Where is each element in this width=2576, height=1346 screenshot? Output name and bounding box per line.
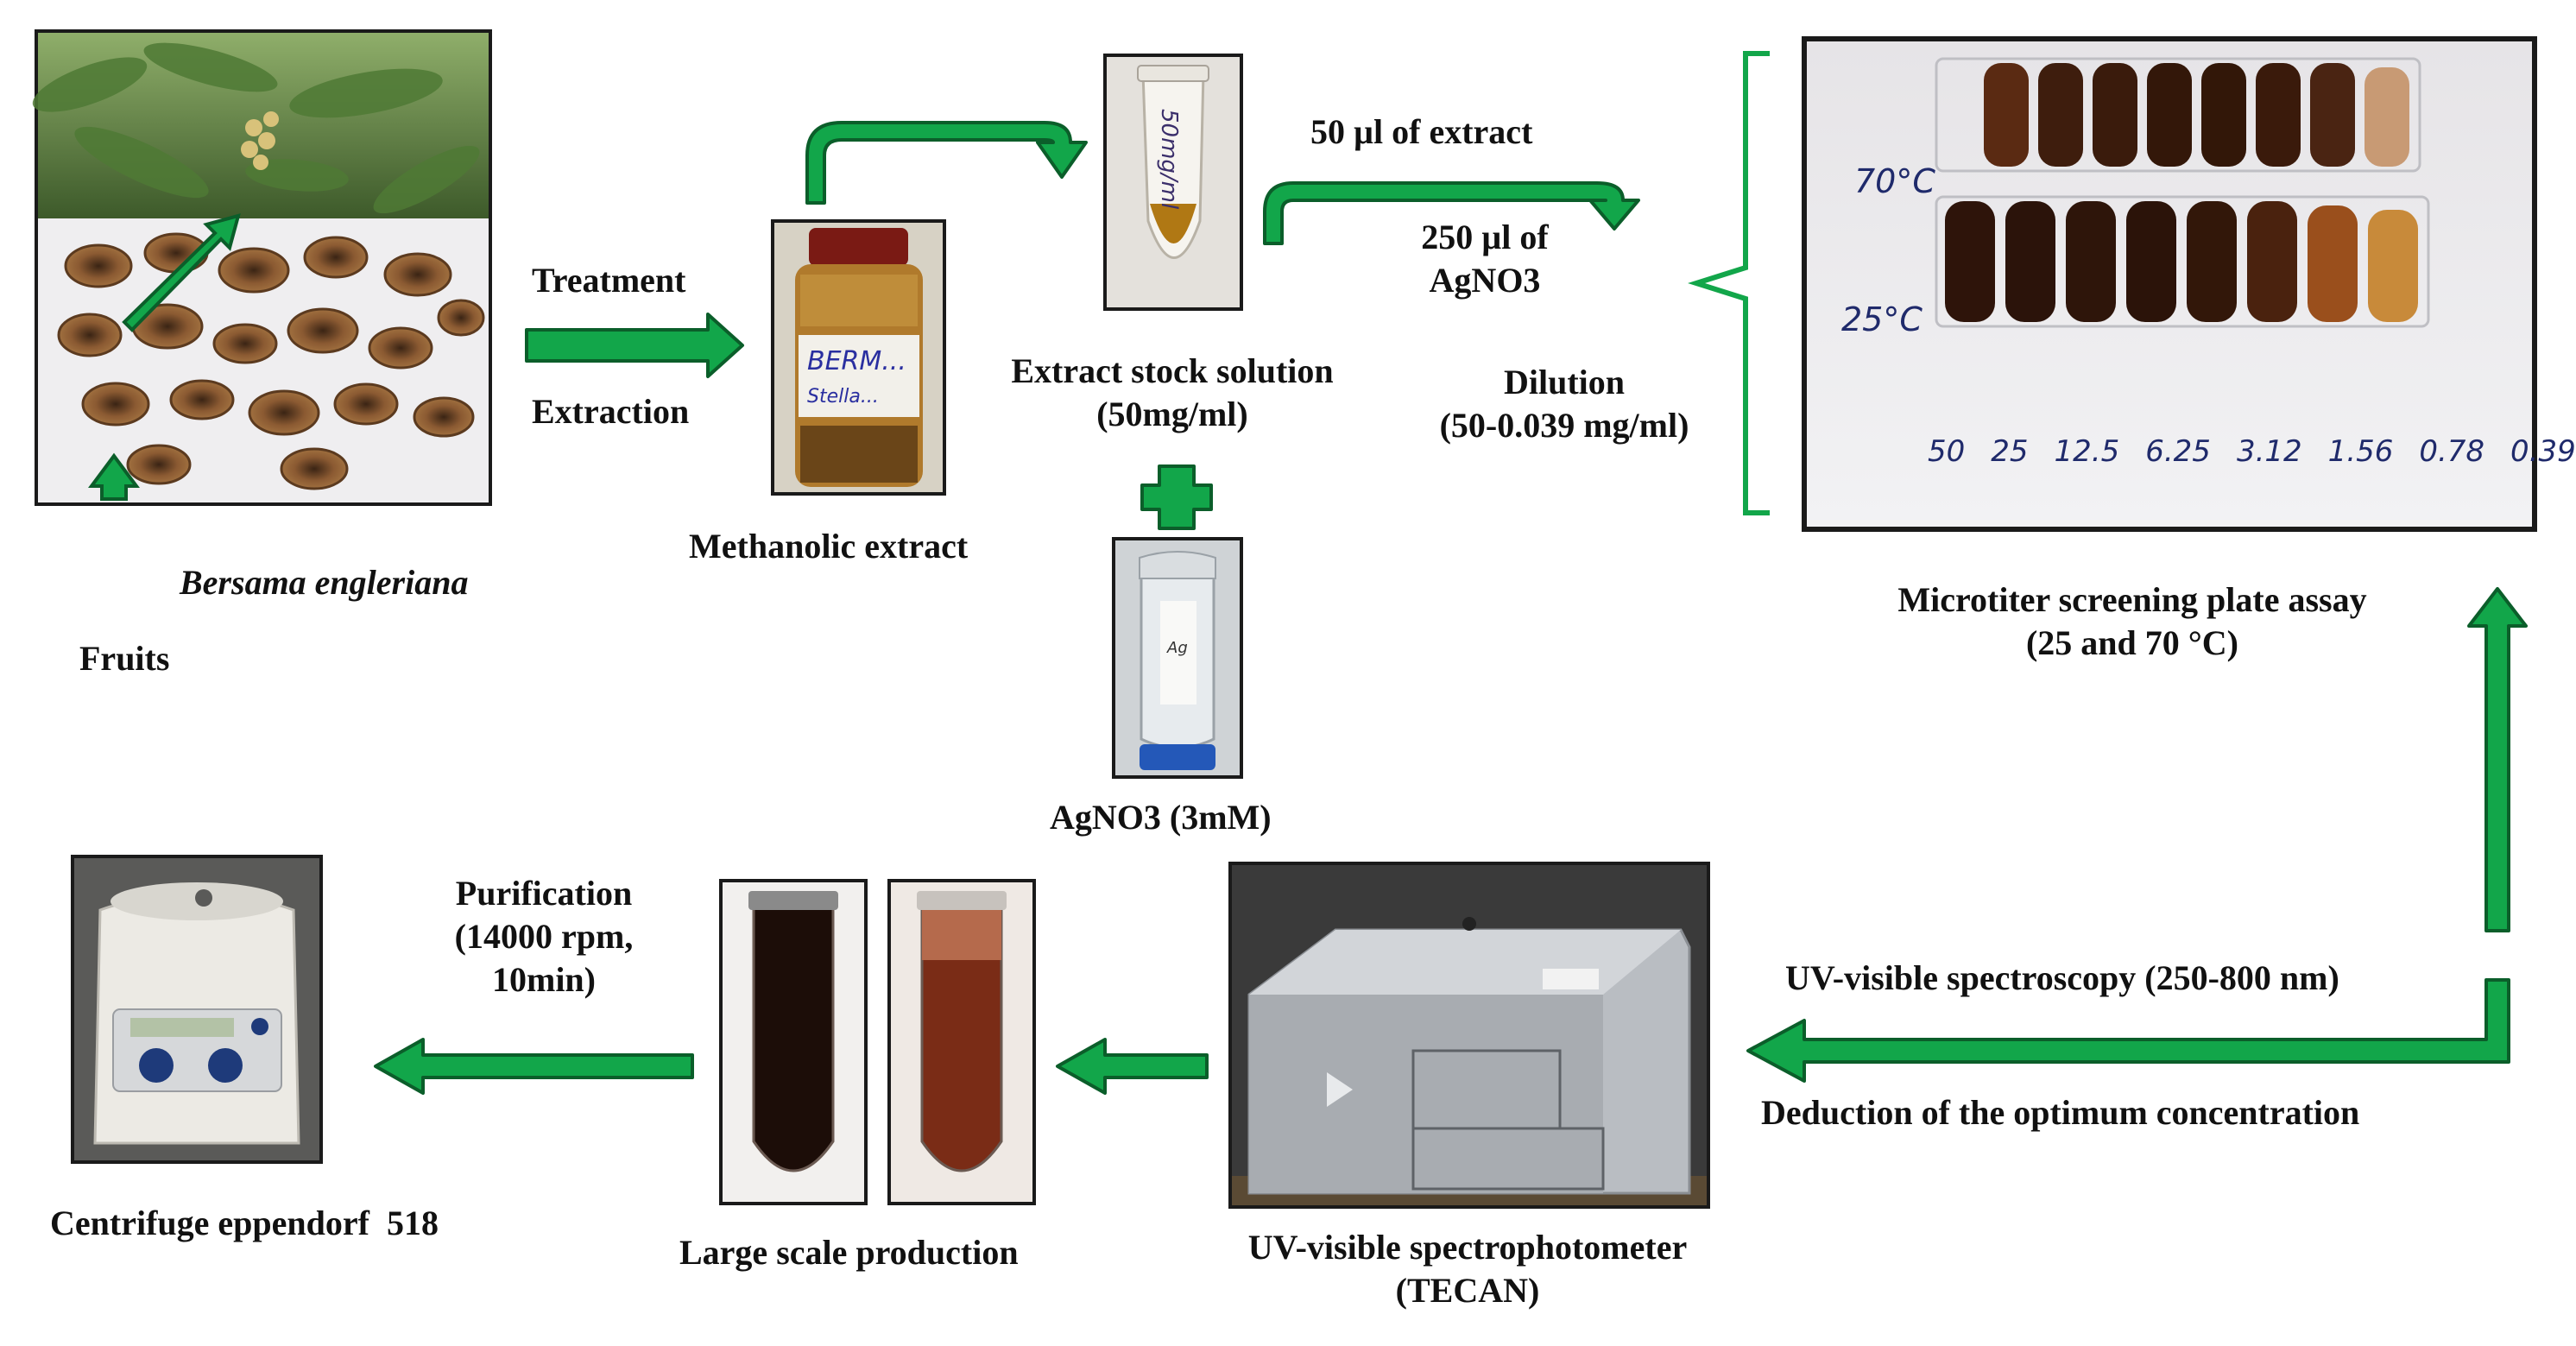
uv-spectroscopy-label: UV-visible spectroscopy (250-800 nm) [1785,958,2339,997]
plate-caption: Microtiter screening plate assay (25 and… [1822,578,2443,665]
conc-label: 0.39 [2510,434,2576,469]
agno3-volume-line1: 250 µl of [1421,218,1549,256]
stock-label: Extract stock solution (50mg/ml) [974,350,1371,436]
large-scale-label: Large scale production [679,1233,1019,1272]
methanolic-extract-label: Methanolic extract [689,527,969,566]
conc-label: 0.78 [2419,434,2485,469]
jar-to-stock-arrow [805,121,1088,205]
uv-to-tubes-arrow [1056,1038,1209,1095]
microtiter-plate-photo: 70°C 25°C 50 25 12.5 6.25 3.12 1.56 0.78… [1802,36,2576,532]
tube-label-text: 50mg/ml [1156,109,1182,210]
purification-label: Purification (14000 rpm, 10min) [406,872,682,1002]
dilution-bracket [1688,51,1770,515]
conc-label: 12.5 [2054,434,2120,469]
uv-instrument-line2: (TECAN) [1395,1271,1540,1310]
conc-label: 3.12 [2236,434,2302,469]
plus-icon [1140,464,1213,530]
agno3-volume-label: 250 µl of AgNO3 [1355,216,1614,302]
stock-label-line1: Extract stock solution [1011,351,1334,390]
tubes-to-centrifuge-arrow [374,1038,694,1095]
species-label: Bersama engleriana [180,563,469,602]
agno3-tube-photo: Ag [1112,537,1243,779]
jar-label-text-1: BERM... [807,346,906,376]
agno3-volume-line2: AgNO3 [1429,261,1541,300]
centrifuge-label: Centrifuge eppendorf 518 [50,1204,439,1242]
agno3-label: AgNO3 (3mM) [1050,798,1272,837]
fruits-label: Fruits [79,639,170,678]
conc-label: 25 [1991,434,2029,469]
svg-text:Ag: Ag [1166,639,1188,657]
centrifuge-photo [71,855,323,1164]
deduction-label: Deduction of the optimum concentration [1761,1093,2360,1132]
large-scale-dark-tube-photo [719,879,868,1205]
concentration-row: 50 25 12.5 6.25 3.12 1.56 0.78 0.39 [1928,434,2576,469]
plate-caption-line2: (25 and 70 °C) [2025,623,2238,662]
plate-caption-line1: Microtiter screening plate assay [1897,580,2367,619]
temp-25-label: 25°C [1841,300,1923,338]
up-arrow [2467,587,2528,932]
uv-instrument-label: UV-visible spectrophotometer (TECAN) [1157,1226,1778,1312]
extraction-label: Extraction [532,392,690,431]
treatment-arrow [525,313,744,378]
dilution-label: Dilution (50-0.039 mg/ml) [1400,361,1728,447]
extract-volume-label: 50 µl of extract [1310,112,1533,151]
methanolic-extract-photo: BERM... Stella... [771,219,946,496]
conc-label: 6.25 [2145,434,2211,469]
extract-stock-tube-photo: 50mg/ml [1103,54,1243,311]
dilution-line1: Dilution [1503,363,1626,401]
jar-label-text-2: Stella... [807,386,879,408]
purification-line2: (14000 rpm, [454,917,634,956]
stock-to-plate-arrow [1263,181,1640,245]
temp-70-label: 70°C [1854,162,1935,200]
uv-spectrophotometer-photo [1228,862,1710,1209]
stock-label-line2: (50mg/ml) [1096,395,1248,433]
uv-return-arrow [1746,978,2510,1083]
purification-line1: Purification [455,874,633,913]
dilution-line2: (50-0.039 mg/ml) [1439,406,1689,445]
large-scale-light-tube-photo [887,879,1036,1205]
conc-label: 1.56 [2327,434,2394,469]
treatment-label: Treatment [532,261,686,300]
fruits-photo [32,29,492,506]
uv-instrument-line1: UV-visible spectrophotometer [1247,1228,1688,1267]
conc-label: 50 [1928,434,1966,469]
purification-line3: 10min) [492,960,596,999]
